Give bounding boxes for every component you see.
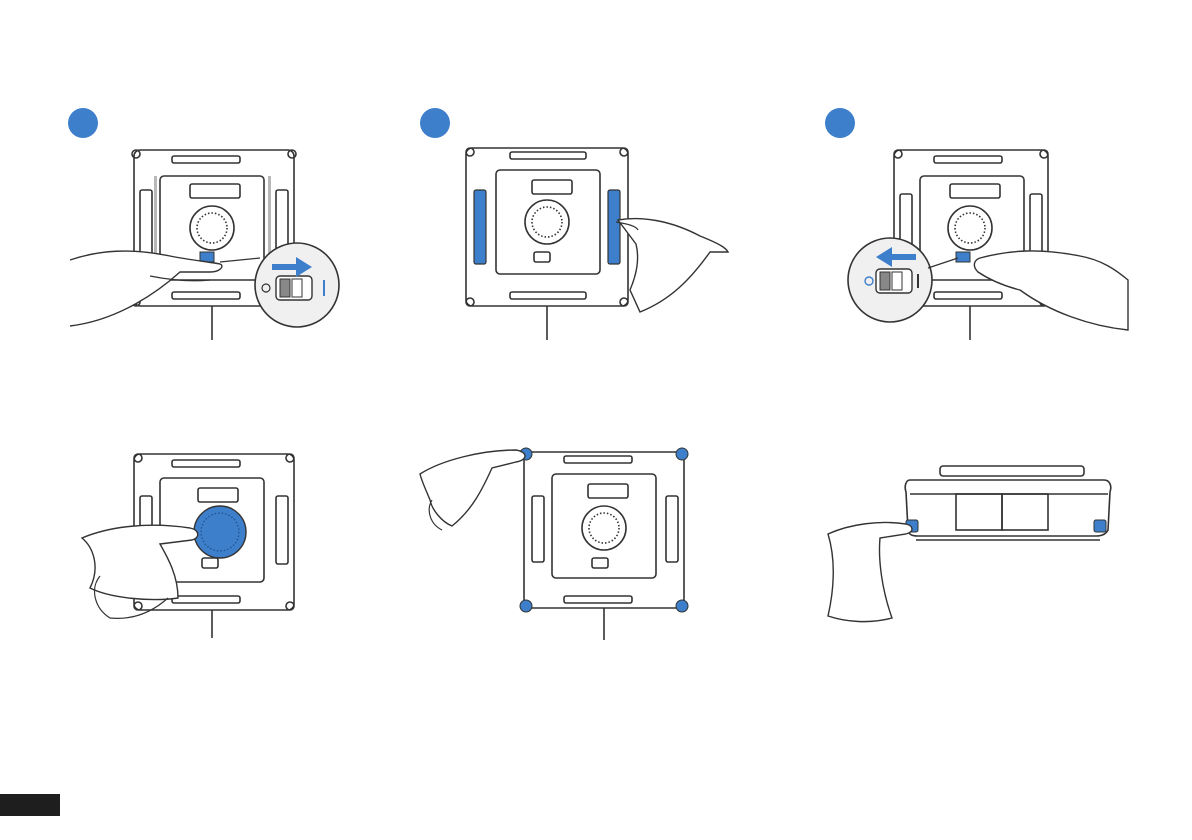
step-1-illustration: [60, 140, 360, 340]
wipe-side-pads-icon: [440, 140, 740, 340]
step-4-illustration: [60, 448, 360, 640]
step-3-illustration: [840, 140, 1140, 340]
step-marker-2: [420, 108, 450, 138]
step-2-illustration: [440, 140, 740, 340]
wipe-center-sensor-icon: [60, 448, 360, 640]
step-marker-3: [825, 108, 855, 138]
wipe-side-wheels-icon: [820, 460, 1120, 640]
page-tab: [0, 794, 60, 816]
step-6-illustration: [820, 460, 1120, 640]
step-5-illustration: [412, 440, 712, 640]
step-marker-1: [68, 108, 98, 138]
wipe-corner-bumpers-icon: [412, 440, 712, 640]
switch-on-power-icon: [840, 140, 1140, 340]
switch-off-power-icon: [60, 140, 360, 340]
